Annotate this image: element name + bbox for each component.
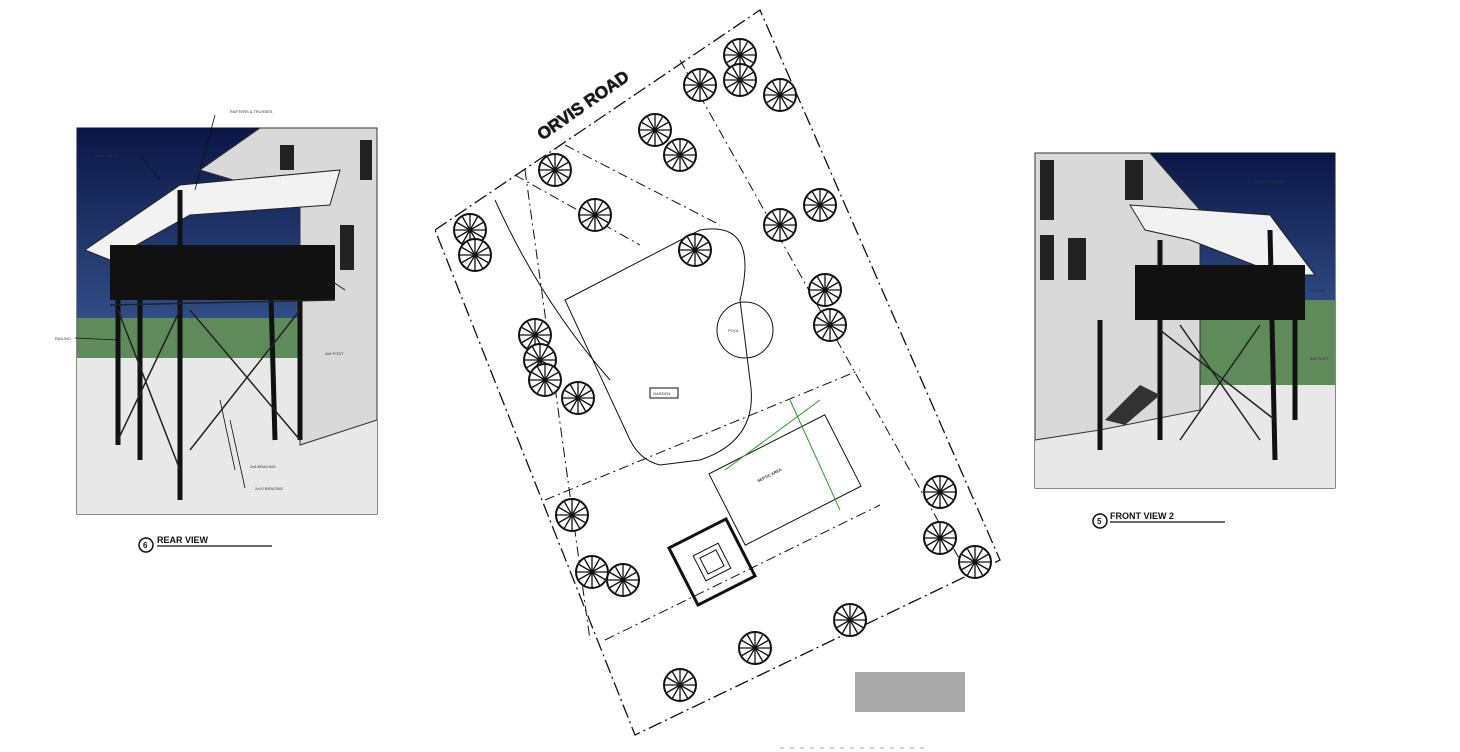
tree-symbol <box>638 113 672 147</box>
pool-label: POOL <box>728 328 740 333</box>
tree-symbol <box>561 381 595 415</box>
tree-symbol <box>923 475 957 509</box>
svg-text:RAFTERS & TRUSSES: RAFTERS & TRUSSES <box>230 109 273 114</box>
rear-view-panel: RAFTERS & TRUSSES ROOF DECK RAILING 4x6 … <box>55 109 378 515</box>
svg-text:ROOF DECK: ROOF DECK <box>95 153 119 158</box>
front-view-panel: ROOF FRAMING RAILING 4x6 POST <box>1034 152 1336 489</box>
road-label: ORVIS ROAD <box>533 67 633 145</box>
svg-text:2x10 BRACING: 2x10 BRACING <box>255 486 283 491</box>
svg-text:RAILING: RAILING <box>55 336 71 341</box>
garden-label: GARDEN <box>653 391 670 396</box>
site-plan: POOL GARDEN SEPTIC AREA ORVIS ROAD <box>434 9 1001 749</box>
svg-text:SEPTIC AREA: SEPTIC AREA <box>756 467 782 484</box>
svg-text:ROOF FRAMING: ROOF FRAMING <box>1255 179 1286 184</box>
tree-symbol <box>763 208 797 242</box>
tree-symbol <box>606 563 640 597</box>
tree-symbol <box>833 603 867 637</box>
tree-symbol <box>808 273 842 307</box>
svg-text:2x8 BRACING: 2x8 BRACING <box>250 464 276 469</box>
tree-symbol <box>813 308 847 342</box>
rear-view-title: 6 REAR VIEW <box>138 535 272 553</box>
house-footprint <box>666 516 758 608</box>
tree-symbol <box>555 498 589 532</box>
svg-text:RAILING: RAILING <box>1310 288 1326 293</box>
front-view-label: FRONT VIEW 2 <box>1110 511 1174 521</box>
svg-text:ORVIS ROAD: ORVIS ROAD <box>534 67 633 144</box>
tree-symbol <box>518 318 552 352</box>
front-view-title: 5 FRONT VIEW 2 <box>1092 511 1225 529</box>
rear-view-label: REAR VIEW <box>157 535 209 545</box>
tree-symbol <box>663 138 697 172</box>
tree-symbol <box>538 153 572 187</box>
tree-symbol <box>923 521 957 555</box>
rear-view-number: 6 <box>143 541 148 550</box>
tree-symbol <box>528 363 562 397</box>
tree-symbol <box>663 668 697 702</box>
tree-symbol <box>723 38 757 72</box>
svg-text:4x6 POST: 4x6 POST <box>325 351 344 356</box>
tree-symbol <box>575 555 609 589</box>
svg-text:4x6 POST: 4x6 POST <box>1310 356 1329 361</box>
tree-symbol <box>458 238 492 272</box>
tree-symbol <box>578 198 612 232</box>
tree-symbol <box>958 545 992 579</box>
tree-symbol <box>803 188 837 222</box>
tree-symbol <box>683 68 717 102</box>
tree-symbol <box>678 233 712 267</box>
septic-area: SEPTIC AREA <box>708 414 862 546</box>
tree-symbol <box>738 631 772 665</box>
front-view-number: 5 <box>1097 517 1102 526</box>
tree-symbol <box>723 63 757 97</box>
tree-symbol <box>763 78 797 112</box>
